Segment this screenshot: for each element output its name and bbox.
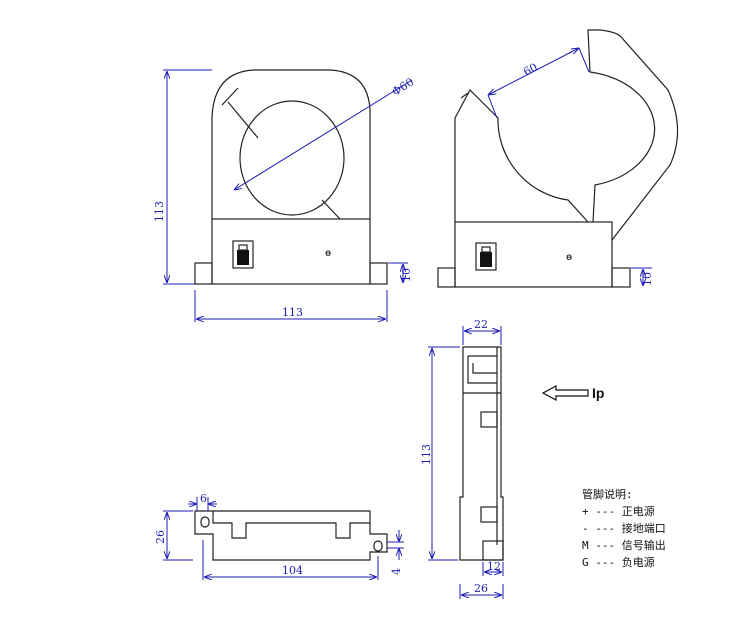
side-foot-width-dim: 12	[487, 560, 501, 573]
diameter-dim: Φ60	[390, 75, 416, 98]
screw-icon: ɵ	[325, 248, 331, 259]
side-top-width-dim: 22	[474, 318, 488, 331]
side-view: 22 113 12 26 Ip	[420, 318, 604, 599]
current-arrow-icon	[541, 384, 589, 402]
front-height-dim: 113	[153, 201, 166, 222]
aperture	[239, 100, 345, 216]
left-jaw	[454, 89, 589, 223]
pin-legend-item: G --- 负电源	[582, 556, 655, 569]
front-foot-dim: 10	[400, 268, 413, 282]
open-view: ɵ 60 10	[437, 29, 679, 288]
bottom-view: 6 26 104 4	[154, 492, 404, 580]
screw-icon: ɵ	[566, 252, 572, 263]
pin-legend: 管脚说明: + --- 正电源 - --- 接地端口 M --- 信号输出 G …	[582, 486, 666, 571]
open-foot-dim: 10	[641, 272, 654, 286]
connector-icon	[232, 240, 254, 269]
slot-dim: 6	[200, 492, 207, 505]
front-view: ɵ 113 113 10 Φ60	[153, 69, 416, 322]
current-label: Ip	[592, 385, 604, 401]
pin-legend-item: - --- 接地端口	[582, 522, 666, 535]
pin-legend-title: 管脚说明:	[582, 488, 633, 501]
front-housing	[211, 69, 371, 219]
bottom-height-dim: 26	[154, 530, 167, 544]
pin-legend-item: + --- 正电源	[582, 505, 655, 518]
bottom-length-dim: 104	[282, 564, 303, 577]
opening-dim: 60	[521, 61, 539, 79]
pin-legend-item: M --- 信号输出	[582, 539, 666, 552]
side-height-dim: 113	[420, 444, 433, 465]
front-width-dim: 113	[282, 306, 303, 319]
connector-icon	[475, 242, 497, 271]
base-box	[211, 218, 371, 285]
right-jaw	[587, 29, 679, 241]
side-base-width-dim: 26	[474, 582, 488, 595]
bottom-offset-dim: 4	[390, 568, 403, 575]
